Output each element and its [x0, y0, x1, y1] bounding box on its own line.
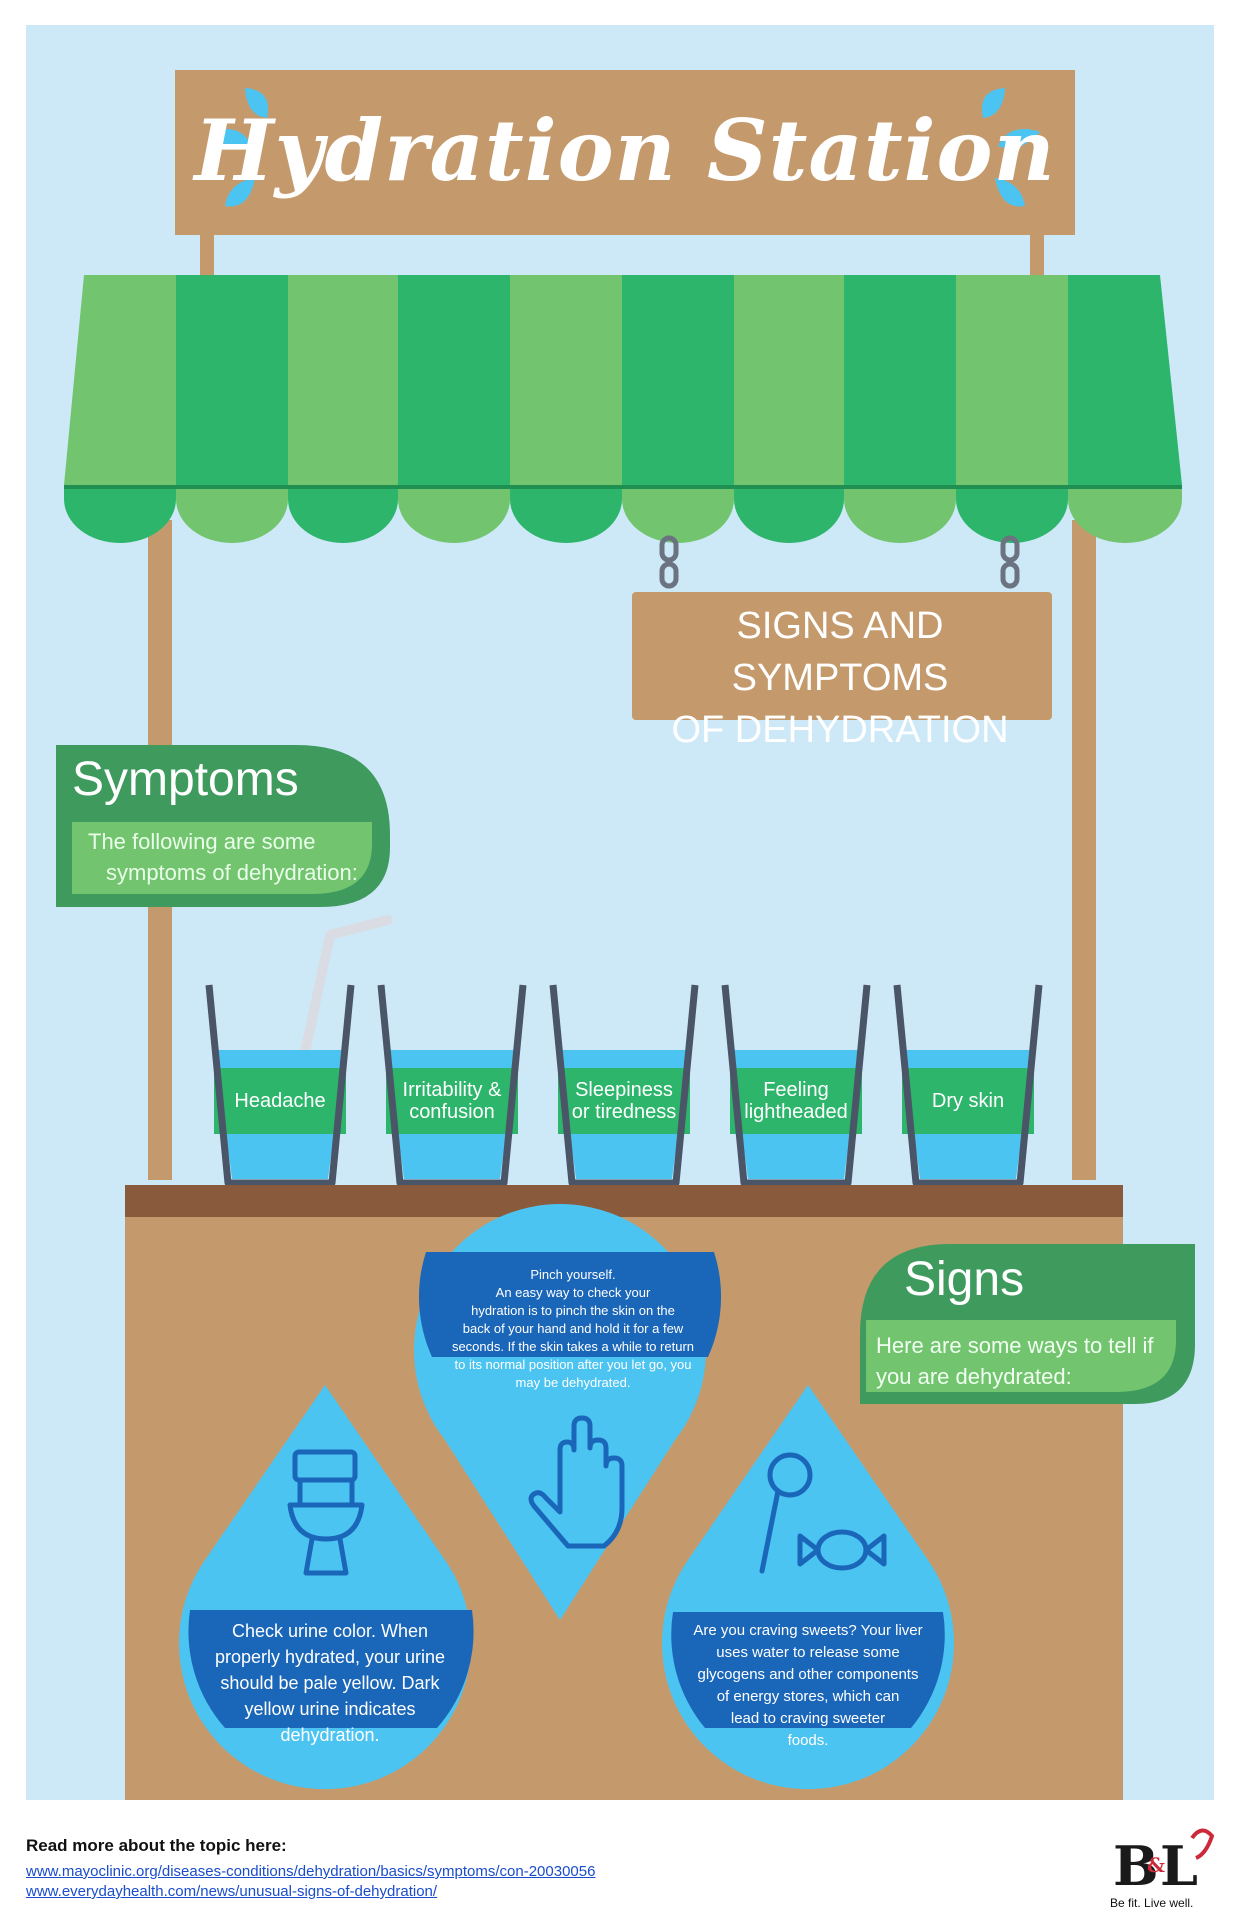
symptom-label-line: Headache [234, 1090, 326, 1112]
tip-line: properly hydrated, your urine [214, 1647, 446, 1667]
tip-line: hydration is to pinch the skin on the [471, 1303, 675, 1318]
tip-line: of energy stores, which can [716, 1688, 900, 1705]
tip-line: Pinch yourself. [530, 1267, 616, 1282]
title-sign-board [175, 70, 1075, 235]
tip-line: lead to craving sweeter [730, 1710, 886, 1727]
tip-line: An easy way to check your [495, 1285, 651, 1300]
symptoms-subtitle: The following are some symptoms of dehyd… [88, 826, 358, 888]
sign-post-right [1030, 230, 1044, 280]
signs-symptoms-heading: SIGNS AND SYMPTOMS OF DEHYDRATION [630, 600, 1050, 756]
tip-line: should be pale yellow. Dark [220, 1673, 440, 1693]
toilet-icon [287, 1449, 365, 1576]
cup-label-band [386, 1068, 518, 1134]
svg-text:L: L [1160, 1834, 1198, 1898]
symptom-label-line: Irritability & [402, 1079, 502, 1101]
signs-subtitle-line: you are dehydrated: [876, 1364, 1072, 1389]
cup-glass [721, 984, 871, 1187]
symptom-label-line: or tiredness [571, 1101, 677, 1123]
signs-subtitle-line: Here are some ways to tell if [876, 1333, 1154, 1358]
footer-heading: Read more about the topic here: [26, 1836, 287, 1855]
symptom-label: Headache [214, 1090, 346, 1112]
tip-line: uses water to release some [716, 1644, 900, 1661]
water-drop-icon [210, 88, 1040, 207]
symptom-label-line: Dry skin [931, 1090, 1005, 1112]
symptoms-subtitle-line: symptoms of dehydration: [106, 860, 358, 885]
brand-tagline: Be fit. Live well. [1110, 1896, 1194, 1910]
sign-chains [659, 535, 1020, 589]
svg-text:&: & [1147, 1853, 1165, 1877]
sign-post-left [200, 230, 214, 280]
reference-link-everydayhealth[interactable]: www.everydayhealth.com/news/unusual-sign… [26, 1883, 438, 1900]
hanging-sign-board [632, 592, 1052, 720]
cup-label-band [214, 1068, 346, 1134]
brand-logo: B & L [1113, 1828, 1215, 1898]
page-title: Hydration Station [194, 100, 1056, 200]
sign-heading-line: OF DEHYDRATION [671, 709, 1009, 751]
symptom-label: Dry skin [902, 1090, 1034, 1112]
signs-bubble [860, 1244, 1195, 1404]
tip-line: Are you craving sweets? Your liver [693, 1622, 923, 1639]
symptoms-title: Symptoms [72, 753, 299, 806]
symptom-label-line: lightheaded [744, 1101, 848, 1123]
stall-post-right [1072, 520, 1096, 1180]
tip-line: dehydration. [280, 1725, 380, 1745]
svg-text:B: B [1113, 1834, 1159, 1898]
tip-line: foods. [787, 1732, 829, 1749]
symptom-label-line: confusion [409, 1101, 495, 1123]
cup-glass [549, 984, 699, 1187]
signs-subtitle: Here are some ways to tell if you are de… [876, 1330, 1154, 1392]
reference-link-mayoclinic[interactable]: www.mayoclinic.org/diseases-conditions/d… [26, 1863, 596, 1880]
tip-line: seconds. If the skin takes a while to re… [451, 1339, 695, 1354]
hand-icon [528, 1415, 625, 1549]
cup-label-band [730, 1068, 862, 1134]
tip-line: to its normal position after you let go,… [454, 1357, 692, 1372]
sign-heading-line: SIGNS AND SYMPTOMS [731, 605, 949, 699]
symptom-label-line: Feeling [763, 1079, 829, 1101]
counter-top [125, 1185, 1123, 1217]
cup-glass [377, 984, 527, 1187]
cup-label-band [902, 1068, 1034, 1134]
awning [64, 275, 1182, 543]
symptoms-bubble [56, 745, 390, 907]
tip-sweets-text: Are you craving sweets? Your liver uses w… [680, 1620, 936, 1752]
cup-glass [205, 984, 355, 1187]
tip-line: Check urine color. When [231, 1621, 429, 1641]
tip-line: glycogens and other components [697, 1666, 919, 1683]
cup-label-band [558, 1068, 690, 1134]
tip-line: back of your hand and hold it for a few [462, 1321, 684, 1336]
tip-line: yellow urine indicates [244, 1699, 416, 1719]
symptom-label-line: Sleepiness [575, 1079, 673, 1101]
tip-line: may be dehydrated. [515, 1375, 631, 1390]
symptom-label: Irritability &confusion [386, 1079, 518, 1123]
cup-glass [893, 984, 1043, 1187]
drop-candy [662, 1385, 954, 1790]
tip-pinch-text: Pinch yourself. An easy way to check your… [428, 1266, 718, 1392]
footer: Read more about the topic here: www.mayo… [26, 1836, 595, 1902]
drop-urine [179, 1385, 474, 1790]
tip-urine-text: Check urine color. When properly hydrated… [198, 1618, 462, 1748]
signs-title: Signs [904, 1253, 1025, 1306]
symptoms-subtitle-line: The following are some [88, 829, 316, 854]
cups-row [205, 984, 1043, 1187]
drop-pinch [414, 1204, 722, 1620]
candy-icon [759, 1452, 887, 1574]
